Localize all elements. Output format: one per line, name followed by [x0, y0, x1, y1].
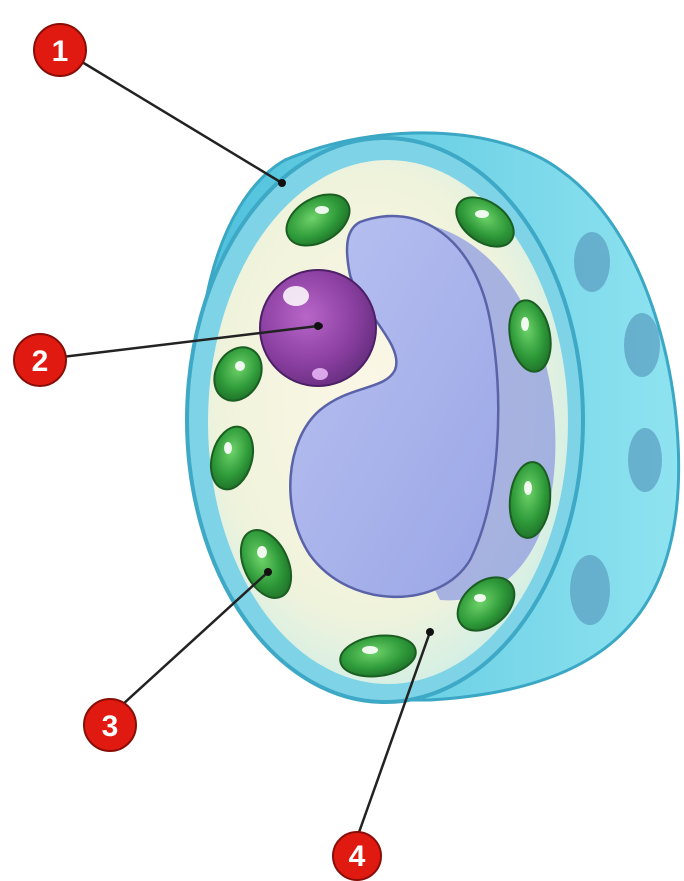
chloroplast-icon [570, 555, 610, 625]
callout-label: 4 [349, 840, 366, 873]
chloroplast-icon [628, 428, 662, 492]
leader-line-1 [82, 62, 282, 183]
callout-label: 2 [32, 345, 49, 378]
callout-1: 1 [34, 24, 86, 76]
chloroplast-icon [574, 232, 610, 292]
nucleus-highlight [283, 286, 309, 306]
callout-3: 3 [84, 699, 136, 751]
chloroplast-icon [624, 313, 660, 377]
callout-label: 1 [52, 35, 69, 68]
nucleus-highlight [312, 368, 328, 380]
callout-label: 3 [102, 710, 119, 743]
callout-4: 4 [333, 832, 381, 880]
callout-2: 2 [14, 334, 66, 386]
leader-line-3 [122, 572, 268, 705]
